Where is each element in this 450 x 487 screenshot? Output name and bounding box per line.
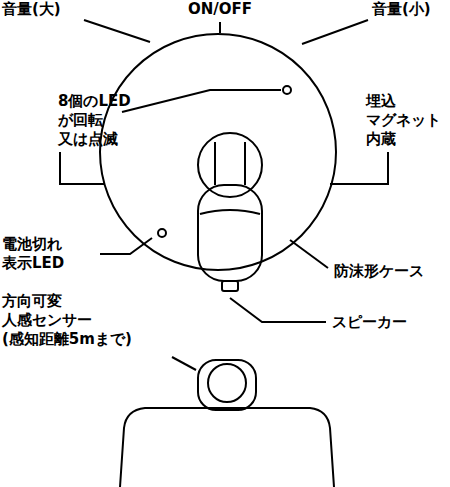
device-body (100, 34, 336, 270)
magnet-label: 埋込 マグネット 内蔵 (366, 92, 441, 149)
battery-led-label: 電池切れ 表示LED (2, 235, 64, 273)
volume-down-label: 音量(小) (372, 0, 431, 19)
speaker-label: スピーカー (332, 313, 407, 332)
power-switch-label: ON/OFF (188, 0, 252, 19)
led-label: 8個のLED が回転 又は点滅 (58, 92, 131, 149)
volume-up-label: 音量(大) (2, 0, 61, 19)
case-label: 防沫形ケース (334, 262, 424, 281)
sensor-label: 方向可変 人感センサー (感知距離5mまで) (2, 292, 132, 349)
